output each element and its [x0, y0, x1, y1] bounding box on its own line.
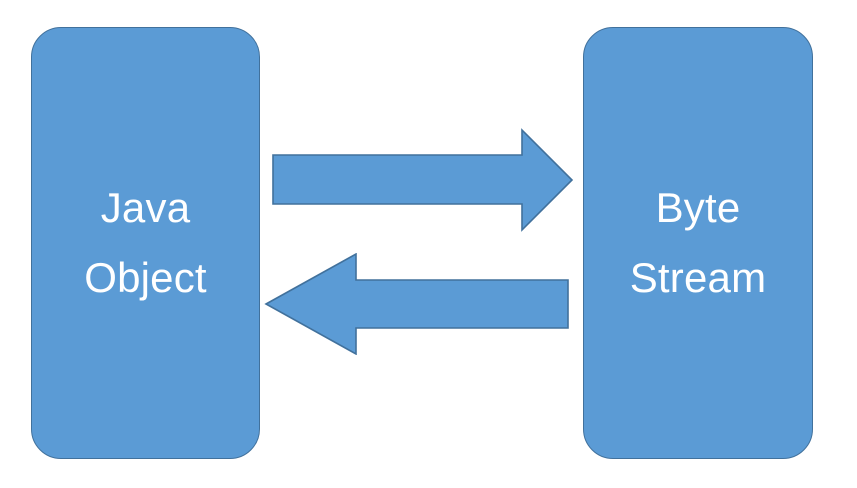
arrow-right-icon [272, 128, 574, 232]
arrow-deserialization[interactable]: Deserialization [264, 253, 570, 355]
node-java-object-line-2: Object [84, 254, 207, 301]
node-byte-stream-line-2: Stream [629, 254, 767, 301]
node-byte-stream-line-1: Byte [655, 184, 741, 231]
arrow-left-icon [264, 253, 569, 355]
node-java-object[interactable]: Java Object [31, 27, 260, 459]
node-java-object-line-1: Java [100, 184, 191, 231]
arrow-serialization[interactable]: Serialization [272, 128, 574, 308]
node-byte-stream[interactable]: Byte Stream [583, 27, 813, 459]
